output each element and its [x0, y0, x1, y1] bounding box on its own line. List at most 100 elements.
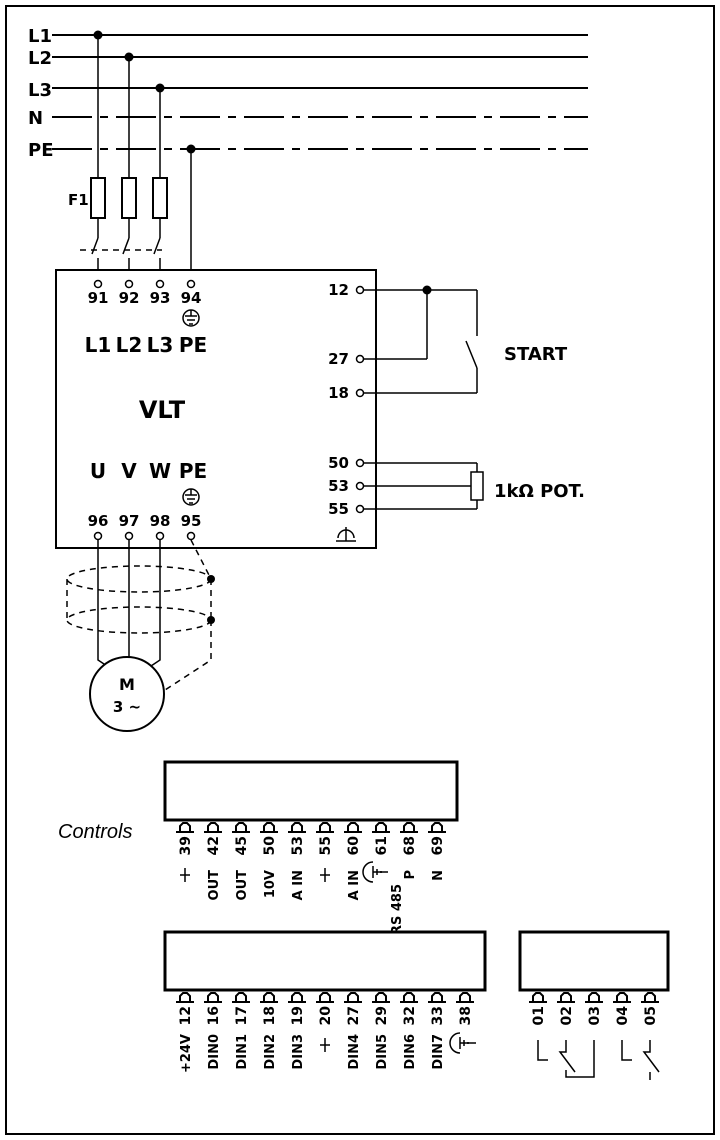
relay-terminal-number: 01 — [531, 1006, 547, 1025]
output-phase-label: PE — [179, 459, 207, 483]
rs485-label: RS 485 — [390, 884, 405, 935]
terminal-function: DIN6 — [403, 1034, 418, 1070]
earth-icon — [182, 488, 200, 506]
controls-label: Controls — [58, 821, 132, 843]
terminal-tab — [235, 822, 247, 832]
relay-terminal-number: 05 — [643, 1006, 659, 1025]
input-phase-label: L3 — [147, 333, 174, 357]
terminal-tab — [431, 822, 443, 832]
input-terminal-number: 91 — [88, 289, 109, 307]
terminal-tab — [375, 822, 387, 832]
chassis-ground-icon — [336, 527, 356, 542]
terminal-function: DIN7 — [431, 1034, 446, 1070]
vlt-drive: 91 92 93 94 L1 L2 L3 PE VLT U V W PE 96 … — [55, 269, 377, 549]
terminal-tab — [375, 992, 387, 1002]
mains-l2-label: L2 — [28, 48, 52, 69]
fuse-symbol — [121, 177, 137, 219]
fuse-symbol — [90, 177, 106, 219]
control-strip-upper — [163, 760, 459, 822]
terminal-tab — [644, 992, 656, 1002]
terminal-tab — [235, 992, 247, 1002]
input-terminal-number: 93 — [150, 289, 171, 307]
terminal-tab — [616, 992, 628, 1002]
motor-cable — [66, 539, 215, 691]
potentiometer-circuit: 1kΩ POT. — [364, 462, 585, 510]
terminal-number: 50 — [262, 836, 278, 856]
terminal-number: 29 — [374, 1006, 390, 1025]
terminal-tab — [532, 992, 544, 1002]
motor-symbol: M 3 ~ — [89, 656, 165, 732]
relay-strip — [518, 930, 670, 992]
strip-ground-symbols — [180, 861, 476, 1054]
motor-m-label: M — [119, 675, 135, 694]
drive-enclosure — [55, 269, 377, 549]
terminal-tab — [291, 822, 303, 832]
terminal-function: OUT — [207, 870, 222, 901]
terminal-tab — [207, 992, 219, 1002]
input-terminal-number: 94 — [181, 289, 202, 307]
terminal-number: 39 — [178, 836, 194, 855]
relay-terminal-number: 02 — [559, 1006, 575, 1025]
terminal-number: 33 — [430, 1006, 446, 1025]
motor-phase-label: 3 ~ — [113, 698, 141, 716]
output-terminal-number: 95 — [181, 512, 202, 530]
junction-dot — [207, 575, 215, 583]
terminal-tab — [179, 822, 191, 832]
terminal-function: +24V — [179, 1034, 194, 1073]
output-terminal-number: 98 — [150, 512, 171, 530]
output-phase-label: W — [149, 459, 171, 483]
fuse-label: F1 — [68, 191, 89, 209]
potentiometer-label: 1kΩ POT. — [494, 481, 585, 502]
terminal-tab — [431, 992, 443, 1002]
terminal-function: DIN5 — [375, 1034, 390, 1070]
input-phase-label: L2 — [116, 333, 143, 357]
terminal-number: 53 — [290, 836, 306, 855]
mains-n-label: N — [28, 108, 43, 129]
output-terminal-number: 97 — [119, 512, 140, 530]
terminal-function: DIN3 — [291, 1034, 306, 1070]
terminal-function: DIN1 — [235, 1034, 250, 1070]
terminal-tab — [291, 992, 303, 1002]
terminal-function: N — [431, 870, 446, 881]
relay-terminal-number: 03 — [587, 1006, 603, 1025]
terminal-tab — [347, 822, 359, 832]
control-terminal-number: 27 — [328, 350, 349, 368]
terminal-tab — [179, 992, 191, 1002]
control-strip-lower — [163, 930, 487, 992]
output-phase-label: U — [90, 459, 106, 483]
fuse-symbol — [152, 177, 168, 219]
terminal-tab — [319, 822, 331, 832]
terminal-number: 19 — [290, 1006, 306, 1025]
terminal-number: 32 — [402, 1006, 418, 1025]
terminal-function: OUT — [235, 870, 250, 901]
output-terminal-number: 96 — [88, 512, 109, 530]
mains-pe-label: PE — [28, 140, 54, 161]
supply-feeders: F1 — [68, 35, 192, 281]
terminal-number: 12 — [178, 1006, 194, 1025]
control-terminal-number: 50 — [328, 454, 349, 472]
start-label: START — [504, 344, 568, 365]
terminal-number: 18 — [262, 1006, 278, 1025]
terminal-number: 68 — [402, 836, 418, 855]
terminal-number: 20 — [318, 1006, 334, 1026]
terminal-number: 42 — [206, 836, 222, 855]
terminal-tab — [207, 822, 219, 832]
diagram-frame — [5, 5, 715, 1135]
mains-l1-label: L1 — [28, 26, 52, 47]
earth-icon — [182, 309, 200, 327]
terminal-function: DIN0 — [207, 1034, 222, 1070]
terminal-number: 61 — [374, 836, 390, 855]
terminal-tab — [403, 822, 415, 832]
terminal-function: P — [403, 870, 418, 880]
control-terminal-number: 18 — [328, 384, 349, 402]
terminal-tab — [347, 992, 359, 1002]
terminal-number: 45 — [234, 836, 250, 855]
control-terminal-number: 53 — [328, 477, 349, 495]
terminal-number: 38 — [458, 1006, 474, 1025]
terminal-function: A IN — [291, 870, 306, 900]
terminal-tab — [263, 822, 275, 832]
